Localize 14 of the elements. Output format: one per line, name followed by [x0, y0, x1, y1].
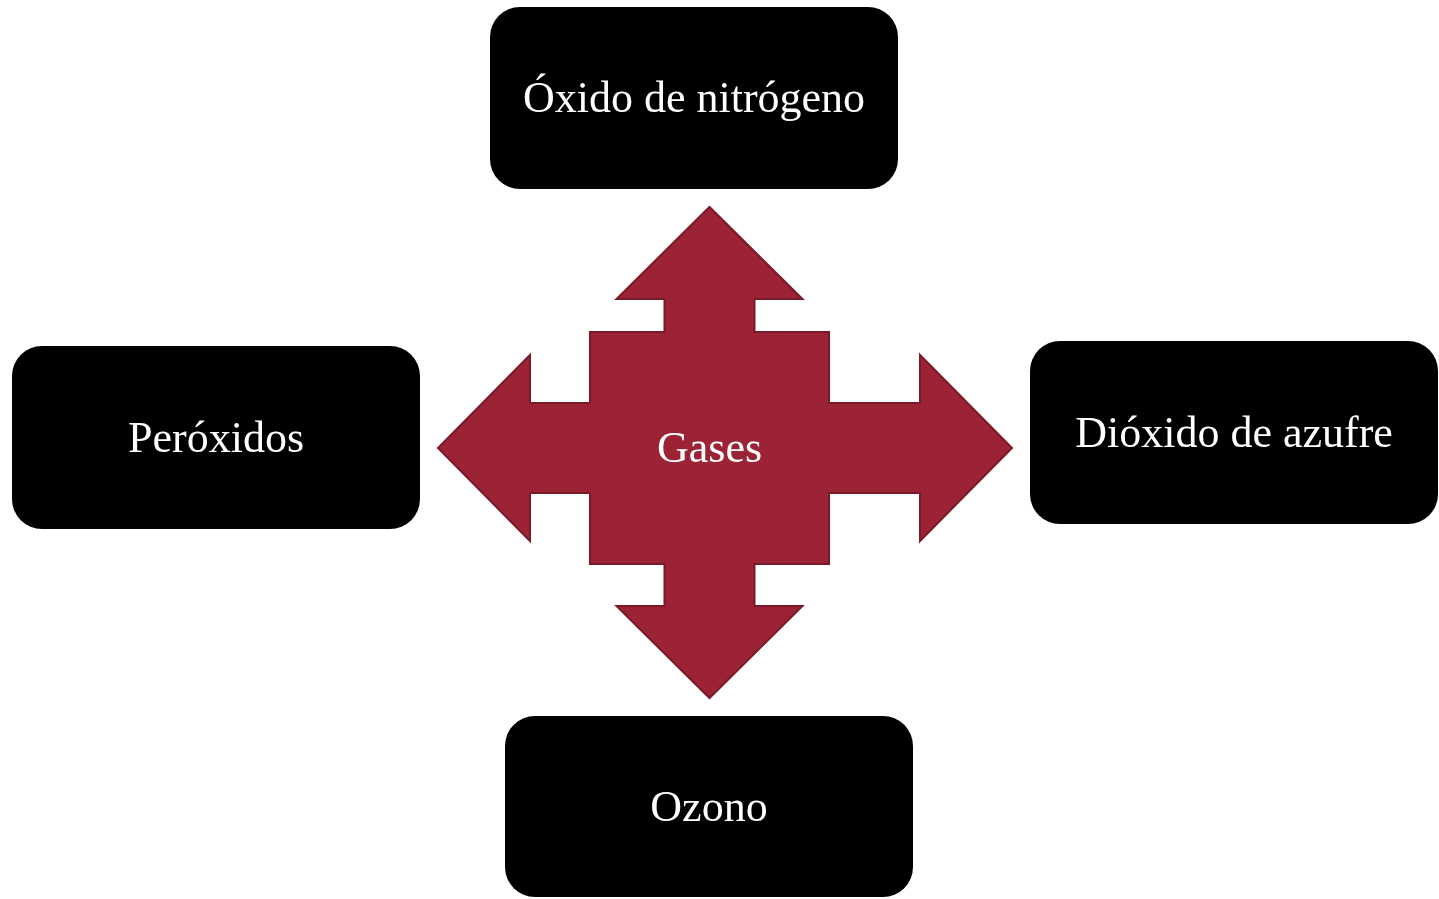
block-arrow: [614, 205, 805, 334]
node-label: Ozono: [650, 780, 768, 833]
node-label: Gases: [656, 422, 763, 475]
node-label: Dióxido de azufre: [1075, 406, 1393, 459]
topic-box: [12, 346, 420, 529]
block-arrow: [436, 352, 592, 544]
topic-box: [1030, 341, 1438, 524]
topic-box: [505, 716, 913, 897]
node-label: Peróxidos: [128, 411, 304, 464]
block-arrow: [614, 562, 805, 700]
block-arrow: [827, 352, 1014, 544]
center-shape: [589, 331, 830, 565]
topic-box: [490, 7, 898, 189]
node-label: Óxido de nitrógeno: [522, 72, 866, 125]
